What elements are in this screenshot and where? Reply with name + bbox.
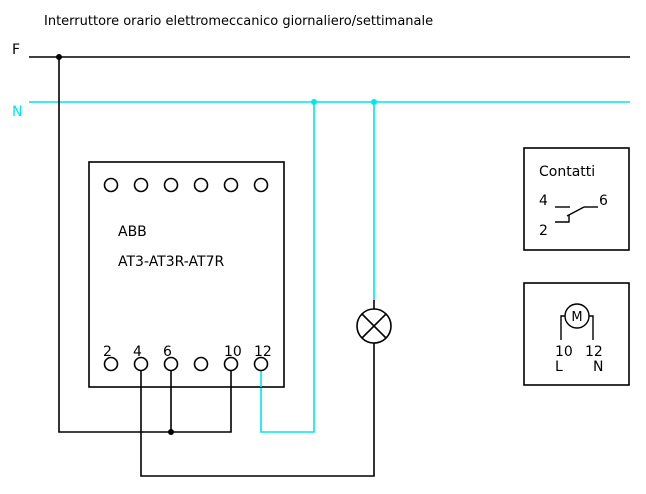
lamp-icon [356, 308, 392, 344]
bottom-terminals [103, 356, 269, 372]
motor-neutral-wire [260, 102, 315, 433]
top-terminal [103, 177, 119, 193]
terminal-4 [133, 356, 149, 372]
terminal-label-2: 2 [103, 344, 112, 360]
contact-label-2: 2 [539, 223, 548, 239]
motor-label-L: L [555, 359, 563, 375]
changeover-contact-icon [555, 206, 598, 223]
motor-symbol: M [571, 310, 582, 325]
timer-device [88, 161, 285, 388]
motor-label-12: 12 [585, 344, 603, 360]
top-terminal [223, 177, 239, 193]
neutral-label: N [12, 104, 22, 120]
feed-junction-dot [168, 429, 174, 435]
contacts-legend: Contatti 4 6 2 [523, 147, 630, 251]
diagram-title: Interruttore orario elettromeccanico gio… [44, 14, 433, 29]
contact-label-6: 6 [599, 193, 608, 209]
terminal-label-6: 6 [163, 344, 172, 360]
top-terminal [193, 177, 209, 193]
phase-feed-wire [58, 57, 232, 433]
switched-output-wire [140, 343, 375, 477]
contact-label-4: 4 [539, 193, 548, 209]
device-brand: ABB [118, 224, 147, 240]
terminal-label-12: 12 [254, 344, 272, 360]
top-terminal [133, 177, 149, 193]
top-terminal [163, 177, 179, 193]
phase-label: F [12, 42, 20, 58]
device-model: AT3-AT3R-AT7R [118, 254, 224, 270]
terminal-10 [223, 356, 239, 372]
terminal-label-10: 10 [224, 344, 242, 360]
terminal-label-4: 4 [133, 344, 142, 360]
motor-icon: M [560, 303, 594, 340]
terminal-8 [193, 356, 209, 372]
motor-label-10: 10 [555, 344, 573, 360]
bottom-terminal-labels: 2 4 6 10 12 [103, 344, 272, 360]
terminal-2 [103, 356, 119, 372]
terminal-6 [163, 356, 179, 372]
top-terminals [103, 177, 269, 193]
motor-legend-box [523, 282, 630, 386]
contacts-legend-box [523, 147, 630, 251]
terminal-12 [253, 356, 269, 372]
contacts-legend-title: Contatti [539, 164, 595, 180]
top-terminal [253, 177, 269, 193]
motor-legend: M 10 12 L N [523, 282, 630, 386]
motor-label-N: N [593, 359, 603, 375]
